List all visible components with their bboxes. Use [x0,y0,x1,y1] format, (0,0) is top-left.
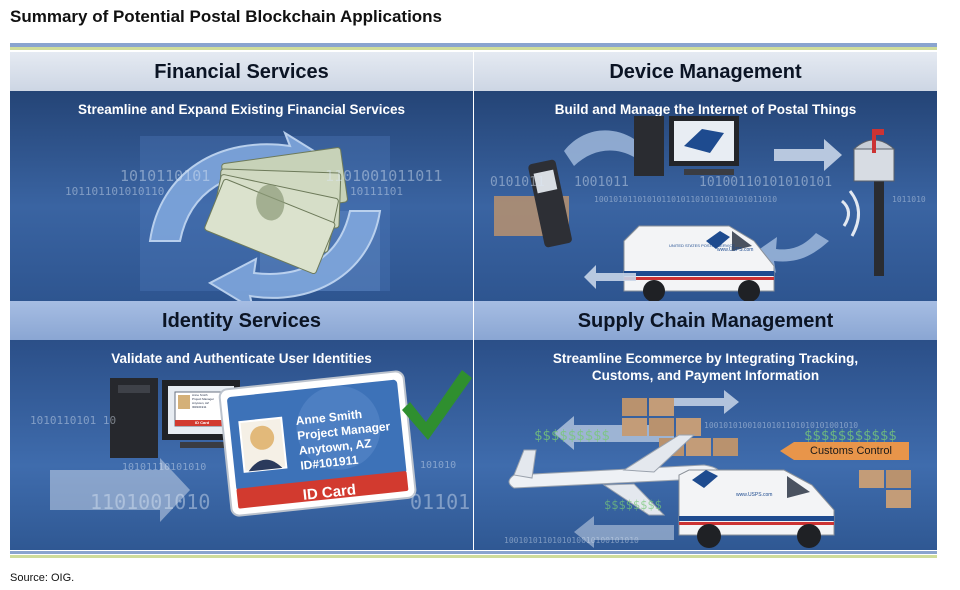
subtitle-financial-services: Streamline and Expand Existing Financial… [77,102,406,117]
subtitle-device-management: Build and Manage the Internet of Postal … [554,102,857,117]
page-title: Summary of Potential Postal Blockchain A… [10,7,443,26]
source-note: Source: OIG. [10,572,75,584]
top-divider-green [10,47,937,50]
arrow-right-icon [774,139,842,171]
computer-icon [110,378,240,458]
signal-waves-icon [840,190,860,237]
binary-text: 101101101010110 [65,185,165,198]
dollar-text-left: $$$$$$$$$ [534,428,610,444]
heading-device-management: Device Management [474,52,937,91]
airplane-icon [508,434,722,516]
binary-text: 10101110101010 [122,462,207,473]
bottom-divider-blue [10,551,937,554]
binary-text: 10100110101010101 [699,175,833,190]
scanner-device-icon [528,159,572,248]
binary-text: 1001010110101010010100101010 [504,536,639,545]
device-illustration [494,116,896,301]
cash-fan-icon [204,147,348,275]
screen-card-line: Anne Smith [192,393,208,397]
identity-illustration [50,370,472,522]
arrow-shaft [50,470,160,510]
id-card-details: Anne Smith Project Manager Anytown, AZ I… [295,404,394,473]
panel-supply-chain-management: Streamline Ecommerce by Integrating Trac… [474,340,937,550]
binary-text: 1001011 [574,175,629,190]
quadrant-financial-services: Financial Services Streamline and Expand… [10,52,473,301]
supply-chain-illustration [508,390,911,548]
applications-grid: Financial Services Streamline and Expand… [10,52,937,550]
heading-supply-chain-management: Supply Chain Management [474,301,937,340]
heading-financial-services: Financial Services [10,52,473,91]
checkmark-icon [402,370,472,440]
mailbox-icon [852,129,896,276]
binary-text: 10010101101010110101101011010101011010 [594,195,778,204]
subtitle-identity-services: Validate and Authenticate User Identitie… [111,351,372,366]
binary-text: 10111101 [350,185,403,198]
subtitle-supply-chain-line2: Customs, and Payment Information [591,368,820,383]
van-url: www.USPS.com [717,247,754,253]
subtitle-supply-chain-line1: Streamline Ecommerce by Integrating Trac… [552,351,859,366]
usps-van-icon [678,469,835,548]
binary-text: 1101001011011 [325,167,443,185]
van-label: UNITED STATES POSTAL SERVICE [669,243,736,248]
curved-arrow-icon [564,127,656,169]
customs-control-label: Customs Control [810,445,892,457]
binary-text: 1010110101 [120,167,211,185]
panel-financial-services: Streamline and Expand Existing Financial… [10,91,473,301]
binary-text: 0101011 [490,175,545,190]
van-url: www.USPS.com [736,492,773,498]
bottom-divider-green [10,555,937,558]
screen-card-line: Anytown, AZ [192,401,209,405]
top-divider-blue [10,43,937,47]
panel-device-management: Build and Manage the Internet of Postal … [474,91,937,301]
cycle-arrow-bottom-icon [207,210,382,301]
dollar-text-right: $$$$$$$$$$$ [804,428,897,444]
heading-identity-services: Identity Services [10,301,473,340]
binary-text: 01101 [410,490,471,514]
quadrant-identity-services: Identity Services Validate and Authentic… [10,301,473,550]
screen-card-banner: ID Card [195,420,210,425]
arrow-left-icon [554,416,674,450]
id-card-icon [218,370,417,517]
dollar-text-bottom: $$$$$$$$ [604,498,662,512]
screen-card-line: Project Manager [192,397,215,401]
screen-card-line: ID#101911 [192,405,207,409]
panel-identity-services: Validate and Authenticate User Identitie… [10,340,473,550]
quadrant-device-management: Device Management Build and Manage the I… [474,52,937,301]
arrow-right-icon [160,458,190,522]
arrow-left-bottom-icon [574,516,674,548]
arrow-left-icon [584,265,636,289]
parcel-stack-right-icon [859,470,911,508]
binary-text: 101010 [420,460,457,471]
usps-van-icon [623,225,775,301]
binary-text: 1101001010 [90,490,211,514]
binary-text: 1010110101 10 [30,414,117,427]
arrow-right-icon [649,390,739,414]
curved-arrow-back-icon [754,233,829,273]
screen-card-text: Anne Smith Project Manager Anytown, AZ I… [192,393,214,409]
customs-control-tag [780,442,909,460]
financial-illustration [140,130,390,301]
binary-text: 10010101001010101101010101001010 [704,421,859,430]
quadrant-supply-chain-management: Supply Chain Management Streamline Ecomm… [474,301,937,550]
computer-icon [634,116,739,176]
binary-text: 1011010 [892,195,926,204]
